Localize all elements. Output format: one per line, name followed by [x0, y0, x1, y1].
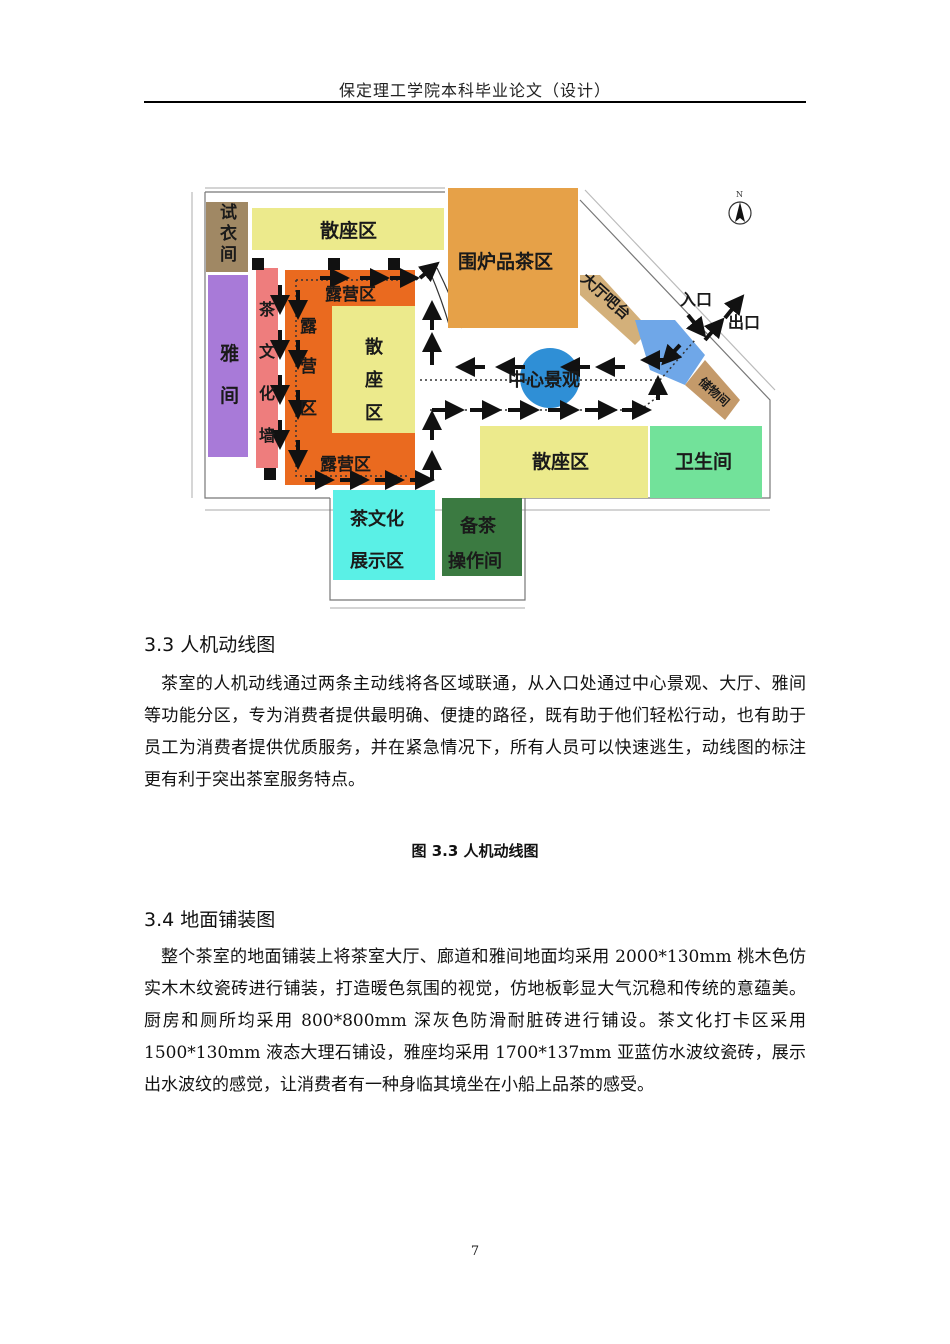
label-tea-prep-2: 操作间: [448, 550, 502, 572]
north-compass-icon: N: [728, 190, 752, 225]
flow-arrows: [270, 261, 745, 490]
label-tea-display-1: 茶文化: [350, 508, 404, 530]
label-central-landscape: 中心景观: [508, 369, 580, 391]
label-camp-left-2: 营: [300, 356, 317, 377]
label-restroom: 卫生间: [675, 450, 732, 473]
page-number: 7: [470, 1244, 480, 1259]
label-sanzuo-center-2: 座: [365, 369, 383, 391]
label-stove-tea: 围炉品茶区: [458, 250, 553, 273]
label-tea-wall-4: 墙: [259, 426, 275, 445]
stove-tea-zone: [448, 188, 578, 328]
hall-bar-zone: [580, 275, 650, 345]
label-yajian-1: 雅: [220, 343, 239, 365]
section-3-4-heading: 3.4 地面铺装图: [144, 909, 276, 931]
camp-zone: [285, 270, 415, 485]
tea-prep-zone: [442, 498, 522, 576]
label-tea-wall-3: 化: [259, 384, 275, 403]
label-yajian-2: 间: [220, 385, 239, 407]
figure-caption: 图 3.3 人机动线图: [411, 842, 539, 860]
label-fitting-room-3: 间: [220, 244, 237, 265]
restroom-zone: [650, 426, 762, 498]
label-camp-left-1: 露: [300, 317, 318, 337]
label-exit: 出口: [728, 313, 760, 332]
label-camp-top: 露营区: [325, 284, 376, 305]
storage-zone: [685, 360, 740, 420]
floor-plan-figure: N 试 衣 间 散座区 围炉品茶区 雅 间 茶 文 化 墙 露营区 露 营 区 …: [180, 180, 780, 610]
label-entrance: 入口: [680, 290, 712, 309]
label-tea-wall-2: 文: [259, 342, 276, 361]
yajian-zone: [208, 275, 248, 457]
section-3-3-paragraph: 茶室的人机动线通过两条主动线将各区域联通，从入口处通过中心景观、大厅、雅间等功能…: [144, 674, 806, 790]
svg-text:N: N: [736, 190, 743, 199]
label-camp-bottom: 露营区: [320, 454, 371, 475]
sanzuo-top-zone: [252, 208, 444, 250]
tea-display-zone: [333, 490, 435, 580]
label-tea-wall-1: 茶: [258, 300, 276, 319]
label-tea-display-2: 展示区: [350, 551, 404, 572]
label-fitting-room-1: 试: [220, 203, 237, 223]
fitting-room-zone: [206, 202, 248, 272]
column-markers: [252, 258, 400, 480]
label-tea-prep-1: 备茶: [459, 515, 497, 537]
label-camp-left-3: 区: [300, 399, 317, 419]
label-fitting-room-2: 衣: [220, 223, 237, 244]
label-sanzuo-center-1: 散: [365, 336, 384, 358]
floor-plan-svg: N 试 衣 间 散座区 围炉品茶区 雅 间 茶 文 化 墙 露营区 露 营 区 …: [191, 187, 776, 609]
section-3-3-heading: 3.3 人机动线图: [144, 634, 276, 656]
sanzuo-center-zone: [332, 306, 415, 433]
tea-wall-zone: [256, 268, 278, 468]
label-sanzuo-right: 散座区: [532, 450, 589, 473]
section-3-4-paragraph: 整个茶室的地面铺装上将茶室大厅、廊道和雅间地面均采用 2000*130mm 桃木…: [144, 947, 806, 1095]
label-sanzuo-top: 散座区: [320, 219, 377, 242]
header-rule: [144, 101, 806, 103]
label-sanzuo-center-3: 区: [365, 403, 383, 424]
sanzuo-right-zone: [480, 426, 648, 498]
page-header: 保定理工学院本科毕业论文（设计）: [338, 81, 611, 100]
